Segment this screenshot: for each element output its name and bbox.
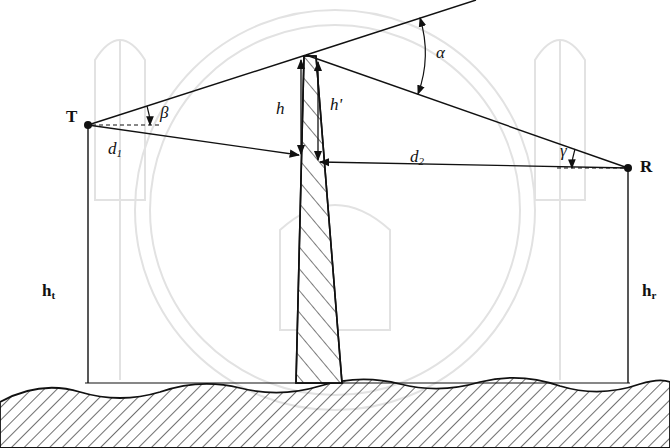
path-label: α: [436, 44, 445, 61]
tower-hatch: [290, 50, 350, 390]
path-label: d2: [410, 148, 424, 167]
height-h-prime: [317, 62, 318, 160]
ray-extension: [306, 0, 476, 55]
receiver-mast: [627, 168, 628, 383]
gamma-arc: [572, 149, 575, 168]
path-label: T: [66, 108, 77, 125]
ray-r: [306, 55, 628, 168]
ground-terrain: [0, 378, 670, 448]
base-line: [85, 382, 630, 383]
gamma-reference: [555, 167, 624, 168]
height-h: [300, 60, 301, 154]
path-label: ht: [42, 282, 55, 301]
path-label: γ: [560, 142, 567, 159]
path-label: hr: [642, 282, 656, 301]
transmitter-mast: [87, 125, 88, 383]
path-label: β: [160, 104, 168, 121]
beta-arc: [147, 106, 150, 125]
path-label: h: [276, 100, 285, 117]
ray-t: [88, 55, 306, 125]
path-label: h': [330, 96, 342, 113]
path-label: R: [640, 158, 652, 175]
distance-d2: [320, 162, 628, 168]
path-label: d1: [108, 140, 122, 159]
watermark: [95, 10, 585, 410]
alpha-arc: [418, 18, 425, 94]
